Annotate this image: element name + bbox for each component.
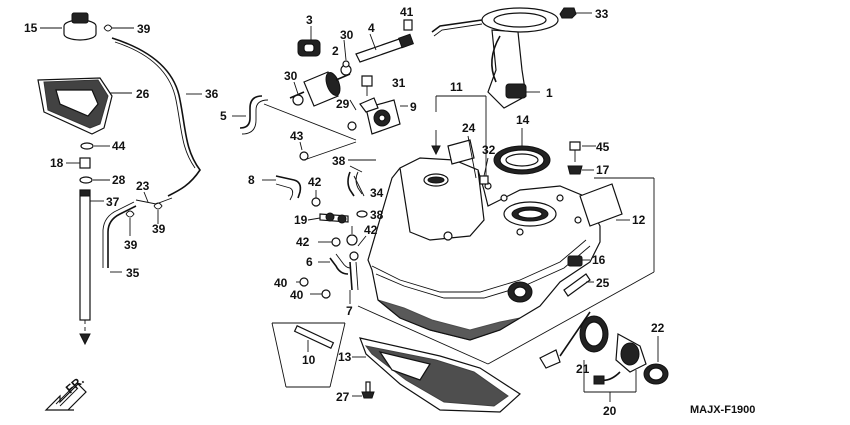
callout-label: 28 (112, 173, 126, 187)
lock-ring-part (643, 363, 669, 385)
callout-label: 39 (137, 22, 151, 36)
callout-label: 21 (576, 362, 590, 376)
callout-label: 19 (294, 213, 308, 227)
callout-label: 11 (450, 80, 463, 94)
callout-label: 39 (152, 222, 166, 236)
callout-label: 27 (336, 390, 350, 404)
filler-cap-part (63, 12, 97, 41)
fuel-pipe-part (355, 37, 407, 63)
callout-label: 42 (364, 223, 378, 237)
collar-part (567, 165, 583, 175)
callout-label: 9 (410, 100, 417, 114)
callout-label: 4 (368, 21, 375, 35)
callout-label: 16 (592, 253, 606, 267)
callout-label: 32 (482, 143, 496, 157)
nut-part (559, 7, 577, 19)
callout-label: 13 (338, 350, 352, 364)
callout-label: 29 (336, 97, 350, 111)
rubber-mount-part (567, 255, 583, 267)
clamp-part (311, 197, 321, 207)
callout-label: 18 (50, 156, 64, 170)
callout-label: 34 (370, 186, 384, 200)
callout-label: 33 (595, 7, 609, 21)
fuel-tank-part (367, 157, 601, 341)
bolt-part (361, 391, 375, 399)
callout-label: 10 (302, 353, 316, 367)
callout-label: 40 (290, 288, 304, 302)
bent-tube-part (107, 205, 137, 268)
callout-label: 1 (546, 86, 553, 100)
callout-label: 36 (205, 87, 219, 101)
callout-labels: 1 2 3 4 5 6 7 8 9 10 11 12 13 14 15 16 1… (24, 5, 665, 418)
callout-label: 40 (274, 276, 288, 290)
under-cover-part (359, 337, 521, 413)
callout-label: 8 (248, 173, 255, 187)
callout-label: 25 (596, 276, 610, 290)
fuel-pump-unit-part (431, 7, 559, 109)
hose-part (239, 95, 263, 129)
callout-label: 37 (106, 195, 120, 209)
callout-label: 26 (136, 87, 150, 101)
callout-label: 20 (603, 404, 617, 418)
callout-label: 31 (392, 76, 406, 90)
callout-label: 30 (284, 69, 298, 83)
gasket-part (493, 145, 551, 175)
fuel-pump-part (359, 97, 401, 135)
bolt-part (569, 141, 581, 151)
callout-label: 45 (596, 140, 610, 154)
callout-label: 2 (332, 44, 339, 58)
clip-part (403, 19, 413, 31)
washer-part (79, 176, 93, 184)
oring-part (80, 142, 94, 150)
tube-part (563, 273, 591, 297)
callout-label: 39 (124, 238, 138, 252)
callout-label: 38 (332, 154, 346, 168)
label-sticker-part (447, 139, 475, 165)
diagram-code: MAJX-F1900 (690, 404, 755, 416)
clip-part (103, 24, 113, 32)
hose-part (347, 171, 355, 197)
callout-label: 7 (346, 304, 353, 318)
bolt-part (361, 75, 373, 87)
callout-label: 44 (112, 139, 126, 153)
callout-label: 43 (290, 129, 304, 143)
callout-label: 23 (136, 179, 150, 193)
tray-part (37, 77, 113, 135)
rubber-pad-part (579, 183, 623, 227)
bolt-part (479, 175, 489, 185)
callout-label: 14 (516, 113, 530, 127)
callout-label: 22 (651, 321, 665, 335)
callout-label: 3 (306, 13, 313, 27)
callout-label: 42 (296, 235, 310, 249)
callout-label: 5 (220, 109, 227, 123)
callout-label: 41 (400, 5, 414, 19)
callout-label: 15 (24, 21, 38, 35)
fuel-gauge-sender-part (539, 311, 647, 385)
breather-tube-part (111, 37, 201, 197)
front-arrow-icon (44, 383, 87, 411)
hose-part (329, 257, 349, 275)
callout-label: 30 (340, 28, 354, 42)
callout-label: 17 (596, 163, 610, 177)
callout-label: 12 (632, 213, 646, 227)
fuel-filter-part (289, 71, 351, 107)
callout-label: 35 (126, 266, 140, 280)
rubber-strip-part (293, 325, 335, 349)
callout-label: 42 (308, 175, 322, 189)
drain-tube-part (79, 189, 91, 321)
clip-part (299, 277, 309, 287)
hose-part (275, 175, 302, 199)
callout-label: 38 (370, 208, 384, 222)
bolt-part (79, 157, 91, 169)
callout-label: 24 (462, 121, 476, 135)
callout-label: 6 (306, 255, 313, 269)
